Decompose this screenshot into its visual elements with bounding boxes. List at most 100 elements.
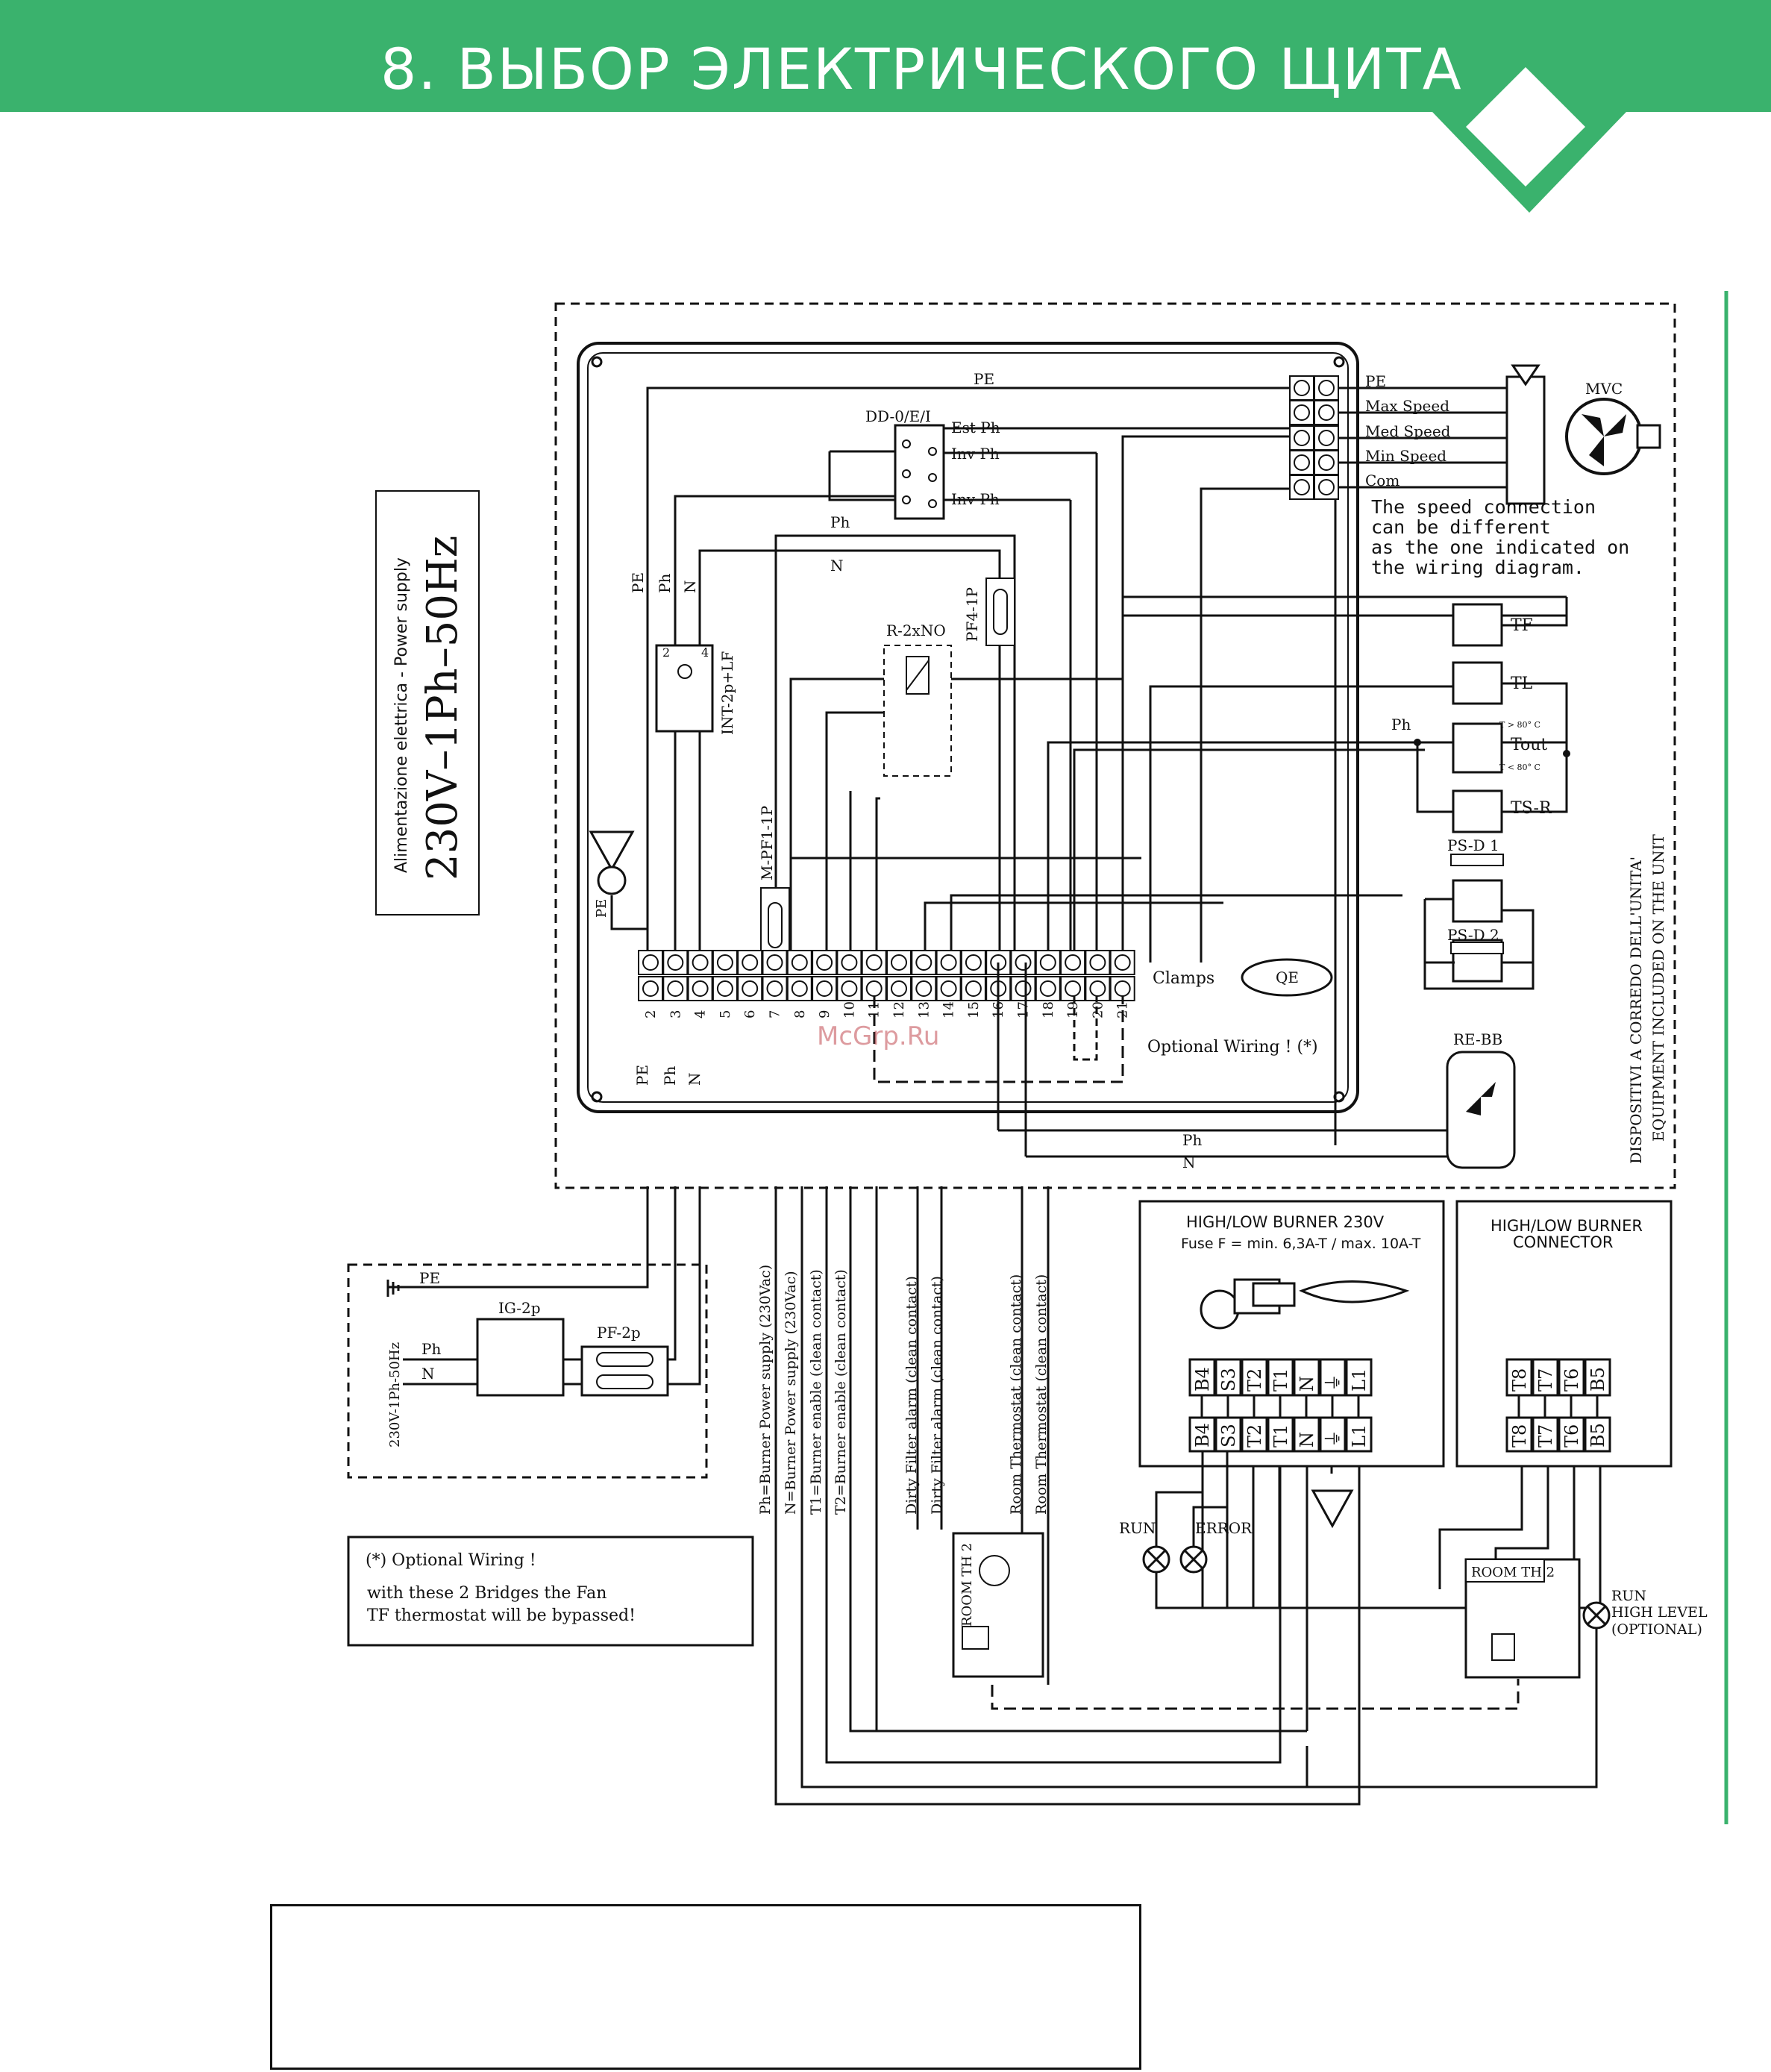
electrical-panel [577,342,1359,1113]
burner-terminal-label: T1 [1270,1424,1291,1447]
clamp-terminal [935,950,962,975]
watermark: McGrp.Ru [817,1021,939,1051]
clamp-terminal [1060,976,1086,1001]
burner-icon [1200,1278,1410,1330]
terminal-number: 14 [941,1001,957,1018]
signal-label: N=Burner Power supply (230Vac) [783,1271,799,1515]
terminal-number: 5 [718,1010,733,1018]
burner-terminal-box [1267,1358,1294,1397]
diamond-chevron-icon [1432,67,1626,213]
connector-terminal-box [1505,1358,1533,1397]
t-low-label: T < 80° C [1499,763,1540,772]
clamp-terminal [1010,950,1036,975]
supply-pe-label: PE [419,1269,440,1287]
mvc-label: MVC [1585,380,1623,398]
pe-vertical-label: PE [629,572,647,593]
tf-label: TF [1511,616,1533,635]
side-text-en: EQUIPMENT INCLUDED ON THE UNIT [1649,833,1667,1142]
run-lamp-icon [1142,1545,1170,1574]
burner-terminal-label: S3 [1218,1424,1239,1447]
connector-terminal-label: B5 [1587,1423,1608,1447]
connector-terminal-label: B5 [1587,1367,1608,1392]
power-supply-value: 230V–1Ph–50Hz [419,536,467,880]
clamp-terminal [935,976,962,1001]
terminal-number: 2 [643,1010,659,1018]
burner-terminal-label: N [1297,1432,1317,1447]
signal-label: T2=Burner enable (clean contact) [833,1269,849,1515]
clamp-terminal [1010,976,1036,1001]
clamp-terminal [836,950,862,975]
speed-note-1: The speed connection [1371,496,1596,518]
connector-terminal-box [1532,1358,1559,1397]
blank-note-box [270,1904,1141,2070]
svg-text:2: 2 [662,645,670,660]
n-bottom-label: N [686,1073,703,1086]
clamp-terminal [786,976,812,1001]
terminal-number: 8 [792,1010,808,1018]
qe-label: QE [1276,968,1299,986]
signal-labels: Ph=Burner Power supply (230Vac)N=Burner … [757,1265,1050,1515]
room-th-right-label: ROOM TH 2 [1471,1565,1555,1580]
clamp-terminal [960,976,986,1001]
motor-pe-label: PE [1365,372,1386,390]
psd1-label: PS-D 1 [1447,836,1499,854]
connector-terminal-box [1584,1358,1611,1397]
terminal-number: 20 [1090,1001,1106,1018]
n-rebb-label: N [1182,1154,1196,1171]
terminal-strip [638,950,1135,1001]
clamp-terminal [638,976,663,1001]
clamp-terminal [1035,976,1061,1001]
terminal-number: 10 [841,1001,857,1018]
clamp-terminal [1109,950,1135,975]
n-vertical-label: N [681,580,699,594]
page-title: 8. ВЫБОР ЭЛЕКТРИЧЕСКОГО ЩИТА [380,36,1463,102]
optional-note-title: (*) Optional Wiring ! [366,1551,536,1570]
header-bar: 8. ВЫБОР ЭЛЕКТРИЧЕСКОГО ЩИТА [0,0,1771,112]
earth-terminal-icon [597,866,627,895]
connector-terminal-label: T7 [1535,1368,1556,1392]
burner-terminal-label: ⏚ [1323,1374,1344,1392]
connector-title-2: CONNECTOR [1513,1233,1614,1251]
n-wire-label: N [830,557,844,575]
connector-box [1455,1200,1673,1468]
room-th-left-label: ROOM TH 2 [959,1543,975,1627]
burner-terminal-label: N [1297,1376,1317,1392]
terminal-number: 9 [817,1010,833,1018]
int-switch-label: INT-2p+LF [718,651,736,735]
optional-note-box [347,1536,754,1647]
pf-label: PF-2p [597,1324,641,1342]
terminal-number: 15 [966,1001,982,1018]
signal-label: T1=Burner enable (clean contact) [808,1269,824,1515]
burner-terminal-box [1241,1358,1268,1397]
signal-label: Room Thermostat (clean contact) [1033,1274,1050,1515]
terminal-number: 6 [742,1010,758,1018]
signal-label: Dirty Filter alarm (clean contact) [903,1276,920,1515]
clamp-terminal [662,976,689,1001]
connector-terminal-label: T8 [1509,1368,1530,1392]
burner-fuse: Fuse F = min. 6,3A-T / max. 10A-T [1181,1236,1421,1252]
clamp-terminal [1085,950,1111,975]
terminal-number: 21 [1115,1001,1131,1018]
burner-terminal-label: T2 [1244,1424,1265,1447]
optional-label: (OPTIONAL) [1611,1621,1702,1638]
burner-terminal-label: L1 [1349,1368,1370,1392]
clamp-terminal [786,950,812,975]
connector-terminal-label: T6 [1561,1368,1582,1392]
est-ph-label: Est Ph [951,419,1000,436]
terminal-number: 3 [668,1010,683,1018]
clamp-terminal [861,950,887,975]
optional-wiring-label: Optional Wiring ! (*) [1147,1038,1318,1057]
clamp-terminal [638,950,663,975]
run-label: RUN [1119,1519,1156,1537]
terminal-number: 12 [891,1001,907,1018]
supply-n-label: N [421,1365,435,1383]
inv-ph-label: Inv Ph [951,445,1000,463]
relay-label: R-2xNO [886,622,946,639]
terminal-number: 11 [867,1001,883,1018]
speed-note-2: can be different [1371,516,1551,538]
clamp-terminal [687,976,713,1001]
ph-vertical-label: Ph [656,574,674,593]
error-label: ERROR [1195,1519,1253,1537]
burner-terminal-label: L1 [1349,1424,1370,1447]
